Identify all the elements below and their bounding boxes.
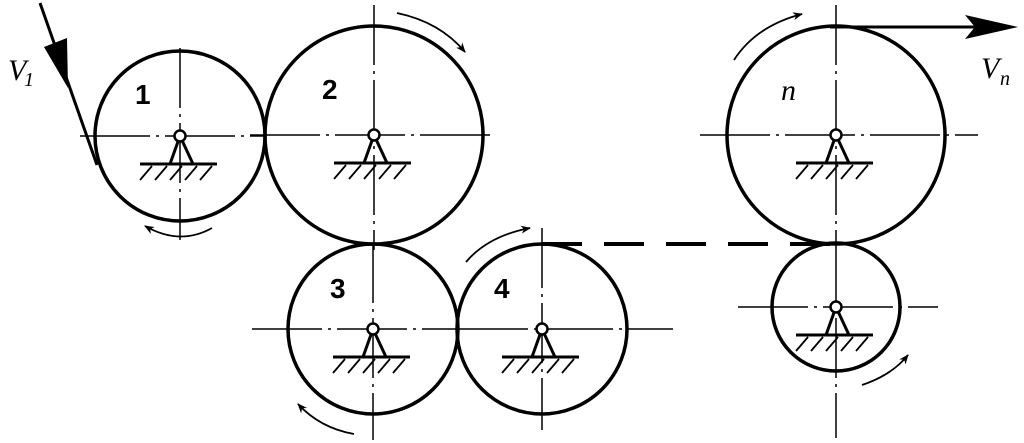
ground-hatch	[810, 336, 824, 352]
pivot-icon	[535, 322, 549, 336]
wheel-label-3: 3	[330, 273, 346, 304]
ground-hatch	[333, 164, 347, 180]
ground-hatch	[184, 165, 198, 181]
ground-hatch	[347, 358, 361, 374]
rotation-arrow-icon	[733, 12, 803, 61]
ground-hatch	[825, 164, 839, 180]
input-velocity-subscript: 1	[24, 69, 34, 91]
rotation-arrow-icon	[396, 12, 466, 53]
pivot-icon	[829, 300, 843, 314]
ground-hatch	[855, 336, 869, 352]
supports	[139, 128, 873, 374]
wheel-label-n: n	[781, 74, 796, 107]
ground-hatch	[392, 358, 406, 374]
rotation-arrow-icon	[144, 225, 213, 238]
wheel-label-4: 4	[494, 273, 510, 304]
pivot-icon	[367, 128, 381, 142]
pivot-icon	[829, 128, 843, 142]
ground-hatch	[393, 164, 407, 180]
ground-hatch	[795, 164, 809, 180]
ground-hatch	[825, 336, 839, 352]
ground-hatch	[546, 358, 560, 374]
ground-hatch	[840, 336, 854, 352]
ground-hatch	[199, 165, 213, 181]
ground-hatch	[531, 358, 545, 374]
wheel-label-1: 1	[135, 79, 151, 110]
ground-hatch	[795, 336, 809, 352]
rotation-arrows	[144, 12, 909, 435]
input-velocity-symbol: V	[8, 54, 30, 87]
rotation-arrow-icon	[861, 354, 909, 386]
ground-hatch	[855, 164, 869, 180]
rotation-arrow-icon	[465, 225, 531, 263]
ground-hatch	[332, 358, 346, 374]
ground-hatch	[378, 164, 392, 180]
output-velocity-subscript: n	[1000, 68, 1010, 90]
ground-hatch	[169, 165, 183, 181]
ground-hatch	[516, 358, 530, 374]
pivot-icon	[173, 129, 187, 143]
ground-hatch	[501, 358, 515, 374]
ground-hatch	[840, 164, 854, 180]
ground-hatch	[139, 165, 153, 181]
ground-hatch	[362, 358, 376, 374]
input-velocity-arrow	[38, 2, 99, 166]
ground-hatch	[154, 165, 168, 181]
ground-hatch	[810, 164, 824, 180]
pivot-icon	[366, 322, 380, 336]
wheel-n-1	[770, 241, 902, 373]
rotation-arrow-icon	[297, 403, 355, 435]
ground-hatch	[363, 164, 377, 180]
ground-hatch	[561, 358, 575, 374]
output-velocity-arrow	[830, 15, 1018, 39]
wheel-label-2: 2	[322, 74, 338, 105]
centerlines	[80, 5, 978, 440]
ground-hatch	[377, 358, 391, 374]
output-velocity-symbol: V	[981, 52, 1003, 85]
ground-hatch	[348, 164, 362, 180]
